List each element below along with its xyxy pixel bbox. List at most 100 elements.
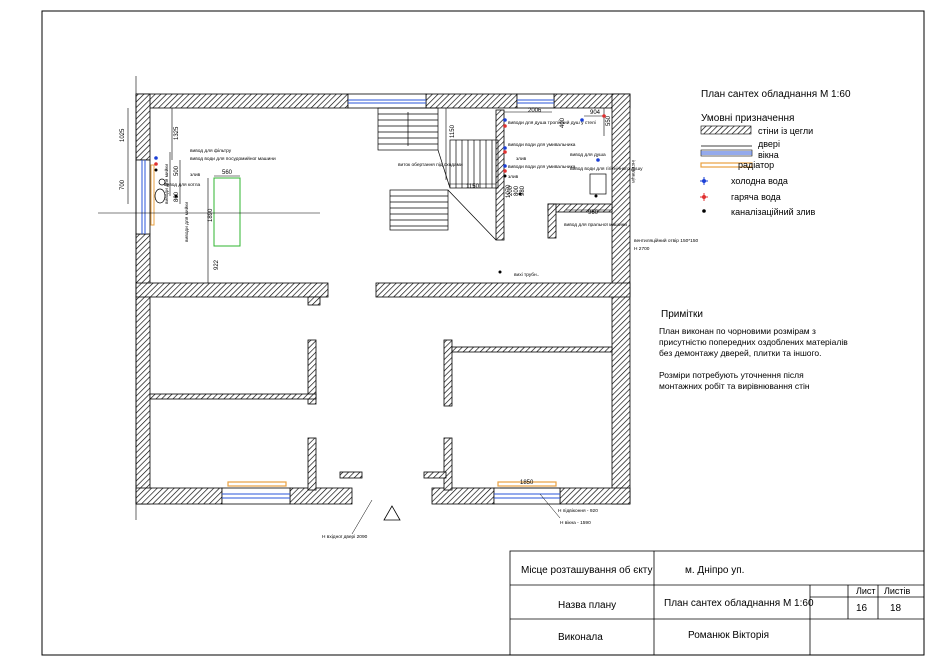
title-block-text: Місце розташування об єкту м. Дніпро уп.… xyxy=(521,564,911,643)
partition-right-b xyxy=(443,437,453,491)
dim-922: 922 xyxy=(214,259,220,270)
boiler-fixture xyxy=(158,178,166,186)
wall-top-mid xyxy=(425,93,518,109)
partition-left-h xyxy=(149,393,317,400)
dim-550: 550 xyxy=(606,115,612,126)
note-stair-valve: виток обертання під сходами xyxy=(398,162,463,168)
legend-windows-label: вікна xyxy=(758,150,779,160)
note-dishwasher: вивод води для посудомийної машини xyxy=(190,155,276,162)
wall-middle-left xyxy=(135,282,329,298)
tb-plan-name-value: План сантех обладнання М 1:60 xyxy=(664,597,814,609)
legend-radiator-swatch xyxy=(700,162,753,168)
drain-points xyxy=(154,168,598,274)
wall-middle-right xyxy=(375,282,631,298)
leader-window xyxy=(539,493,561,519)
legend-doors-label: двері xyxy=(758,139,780,149)
note-boiler: вивод для котла xyxy=(164,183,201,188)
dim-2006: 2006 xyxy=(528,108,542,114)
note-h-entry-door: Н вхідної двері 2090 xyxy=(322,534,368,540)
note-washbasin: виводи води для умивальника xyxy=(508,165,576,170)
legend-radiator-label: радіатор xyxy=(738,160,774,170)
dim-1150-vertical: 1150 xyxy=(450,124,456,138)
radiator-bottom-right xyxy=(497,481,557,487)
dim-904: 904 xyxy=(590,110,601,116)
note-sink-left: виводи для мийки xyxy=(163,164,170,204)
partition-left-a xyxy=(307,339,317,405)
legend-windows-swatch xyxy=(700,149,753,157)
note-vent-h: Н 2700 xyxy=(634,246,650,252)
wall-left-upper xyxy=(135,93,151,161)
window-left xyxy=(135,159,151,235)
legend-hot-label: гаряча вода xyxy=(731,192,781,202)
tb-author-label: Виконала xyxy=(558,632,603,643)
note-h-window: Н вікна - 1590 xyxy=(560,520,591,526)
title-block xyxy=(509,550,925,656)
tb-sheet-label: Лист xyxy=(856,586,876,596)
wall-bottom-left2 xyxy=(289,487,353,505)
dim-500: 500 xyxy=(174,165,180,176)
dim-960: 960 xyxy=(588,210,599,216)
wall-left-lower xyxy=(135,233,151,505)
wall-middle-left-stub xyxy=(307,296,321,306)
tb-sheet-value: 16 xyxy=(856,603,868,614)
legend-cold-label: холодна вода xyxy=(731,176,788,186)
radiator-left xyxy=(150,164,155,226)
note-line-5: Розміри потребують уточнення після xyxy=(659,370,804,380)
plan-title: План сантех обладнання М 1:60 xyxy=(701,88,851,100)
note-h-sill: Н підвіконня - 920 xyxy=(558,508,598,514)
dim-1325: 1325 xyxy=(174,126,180,140)
dim-560: 560 xyxy=(222,170,233,176)
dim-1070: 1070 xyxy=(506,184,512,198)
dimension-lines xyxy=(127,108,610,489)
dim-860: 860 xyxy=(174,191,180,202)
dimension-labels: 1025 1325 700 500 560 1890 922 860 1150 … xyxy=(120,108,612,486)
bath-wall-bottom xyxy=(547,203,613,213)
note-drain-mid: злив xyxy=(508,175,519,180)
legend-heading: Умовні призначення xyxy=(701,113,794,124)
note-washing-machine: вивод для пральної машини xyxy=(564,222,627,228)
note-pipe-out: вихі трубн.. xyxy=(514,272,539,278)
note-drain-left: злив xyxy=(190,173,201,178)
partition-left-b xyxy=(307,437,317,491)
legend-brick-swatch xyxy=(700,125,752,135)
dim-1025: 1025 xyxy=(120,128,126,142)
note-hygienic-shower: вивод води для гігієнічного душу xyxy=(570,166,643,172)
legend-cold-icon xyxy=(700,177,708,185)
tb-sheets-value: 18 xyxy=(890,603,902,614)
dim-1150-horizontal: 1150 xyxy=(466,184,480,190)
stub-left-door xyxy=(339,471,363,479)
legend-drain-icon xyxy=(702,209,706,213)
note-line-3: без демонтажу дверей, плитки та іншого. xyxy=(659,348,822,358)
bath-wall-stub xyxy=(547,203,557,239)
legend-brick-label: стіни із цегли xyxy=(758,126,813,136)
tb-sheets-label: Листів xyxy=(884,586,911,596)
note-line-1: План виконан по чорновими розмірам з xyxy=(659,326,816,336)
annotation-labels: вивод для фільтру вивод води для посудом… xyxy=(163,119,698,540)
tb-plan-name-label: Назва плану xyxy=(558,600,616,611)
hot-water-points xyxy=(154,114,606,173)
partition-right-h xyxy=(451,346,613,353)
tb-location-label: Місце розташування об єкту xyxy=(521,564,653,576)
note-installation: інсталяція xyxy=(630,160,636,183)
bath-wall-left xyxy=(495,109,505,241)
dim-800: 800 xyxy=(514,185,520,196)
wall-right xyxy=(611,93,631,505)
note-filter: вивод для фільтру xyxy=(190,148,232,154)
tb-location-value: м. Дніпро уп. xyxy=(685,565,744,576)
window-top-1 xyxy=(347,93,427,109)
window-top-2 xyxy=(516,93,555,109)
filter-fixture xyxy=(154,188,166,204)
legend-drain-label: каналізаційний злив xyxy=(731,207,816,217)
note-vent: вентиляційний отвір 150*150 xyxy=(634,237,698,244)
window-bottom-right xyxy=(493,487,561,505)
note-line-6: монтажних робіт та вирівнювання стін xyxy=(659,381,810,391)
notes: Примітки План виконан по чорновими розмі… xyxy=(659,309,848,391)
note-shower-drain: вивод для душа xyxy=(570,153,606,158)
window-bottom-left xyxy=(221,487,291,505)
dim-400: 400 xyxy=(560,117,566,128)
dim-200: 200 xyxy=(508,185,514,196)
dim-1890: 1890 xyxy=(208,208,214,222)
legend: стіни із цегли двері вікна радіатор холо… xyxy=(700,125,816,217)
stairs-lower xyxy=(389,189,497,241)
